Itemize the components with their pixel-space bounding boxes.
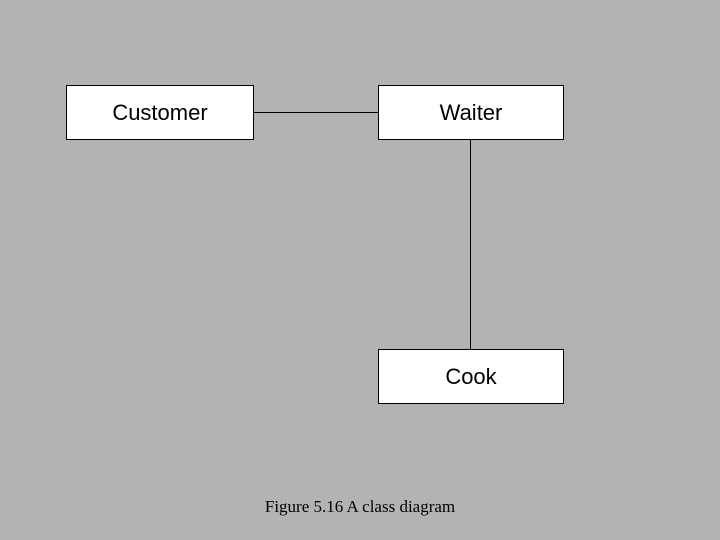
- class-name-label: Waiter: [439, 99, 503, 125]
- association-line-customer-waiter: [253, 112, 379, 113]
- class-box-customer[interactable]: Customer: [66, 85, 254, 140]
- class-name-label: Customer: [112, 99, 208, 125]
- figure-caption: Figure 5.16 A class diagram: [264, 497, 456, 516]
- class-box-waiter[interactable]: Waiter: [378, 85, 564, 140]
- association-line-waiter-cook: [470, 139, 471, 350]
- class-box-cook[interactable]: Cook: [378, 349, 564, 404]
- class-name-label: Cook: [445, 363, 497, 389]
